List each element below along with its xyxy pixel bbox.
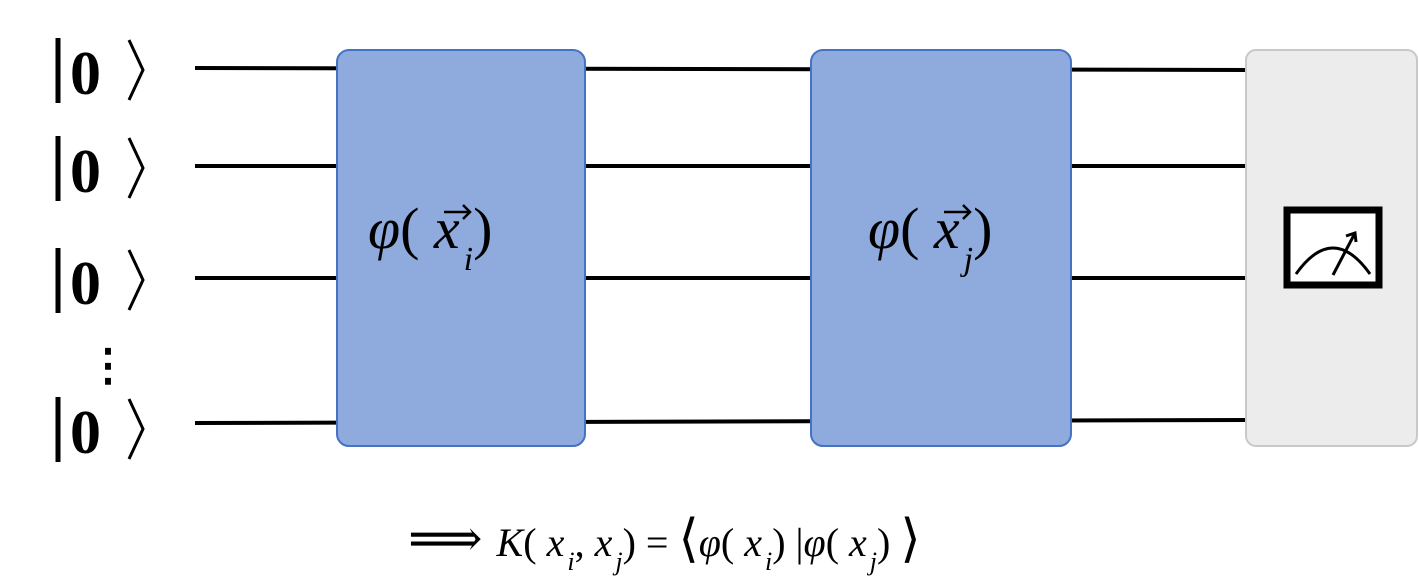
ket-3: 0 bbox=[55, 248, 145, 318]
ket-2: 0 bbox=[55, 136, 145, 206]
ket-1: 0 bbox=[55, 38, 145, 108]
gate-i-func: φ bbox=[368, 196, 400, 261]
gate-i-box bbox=[336, 49, 586, 447]
kernel-symbol: K bbox=[496, 520, 526, 565]
gate-j-func: φ bbox=[868, 196, 900, 261]
gate-j-var: x bbox=[933, 196, 960, 261]
gate-i-vector-arrow bbox=[444, 204, 472, 220]
measurement-block bbox=[1245, 49, 1418, 447]
qubit-ellipsis: ⋮ bbox=[86, 341, 130, 390]
initial-states: 0 0 0 ⋮ 0 bbox=[55, 38, 145, 467]
gate-j-vector-arrow bbox=[944, 204, 972, 220]
ket-1-state: 0 bbox=[70, 40, 101, 108]
meter-icon bbox=[1283, 206, 1383, 289]
ket-4-state: 0 bbox=[70, 399, 101, 467]
gate-i-sub: i bbox=[464, 241, 473, 278]
gate-i-var: x bbox=[433, 196, 460, 261]
implies-arrow: ⟹ bbox=[408, 511, 483, 568]
ket-4: 0 bbox=[55, 397, 145, 467]
ket-3-state: 0 bbox=[70, 250, 101, 318]
gate-j-sub: j bbox=[960, 241, 973, 278]
ket-2-state: 0 bbox=[70, 138, 101, 206]
gate-j-box bbox=[810, 49, 1072, 447]
